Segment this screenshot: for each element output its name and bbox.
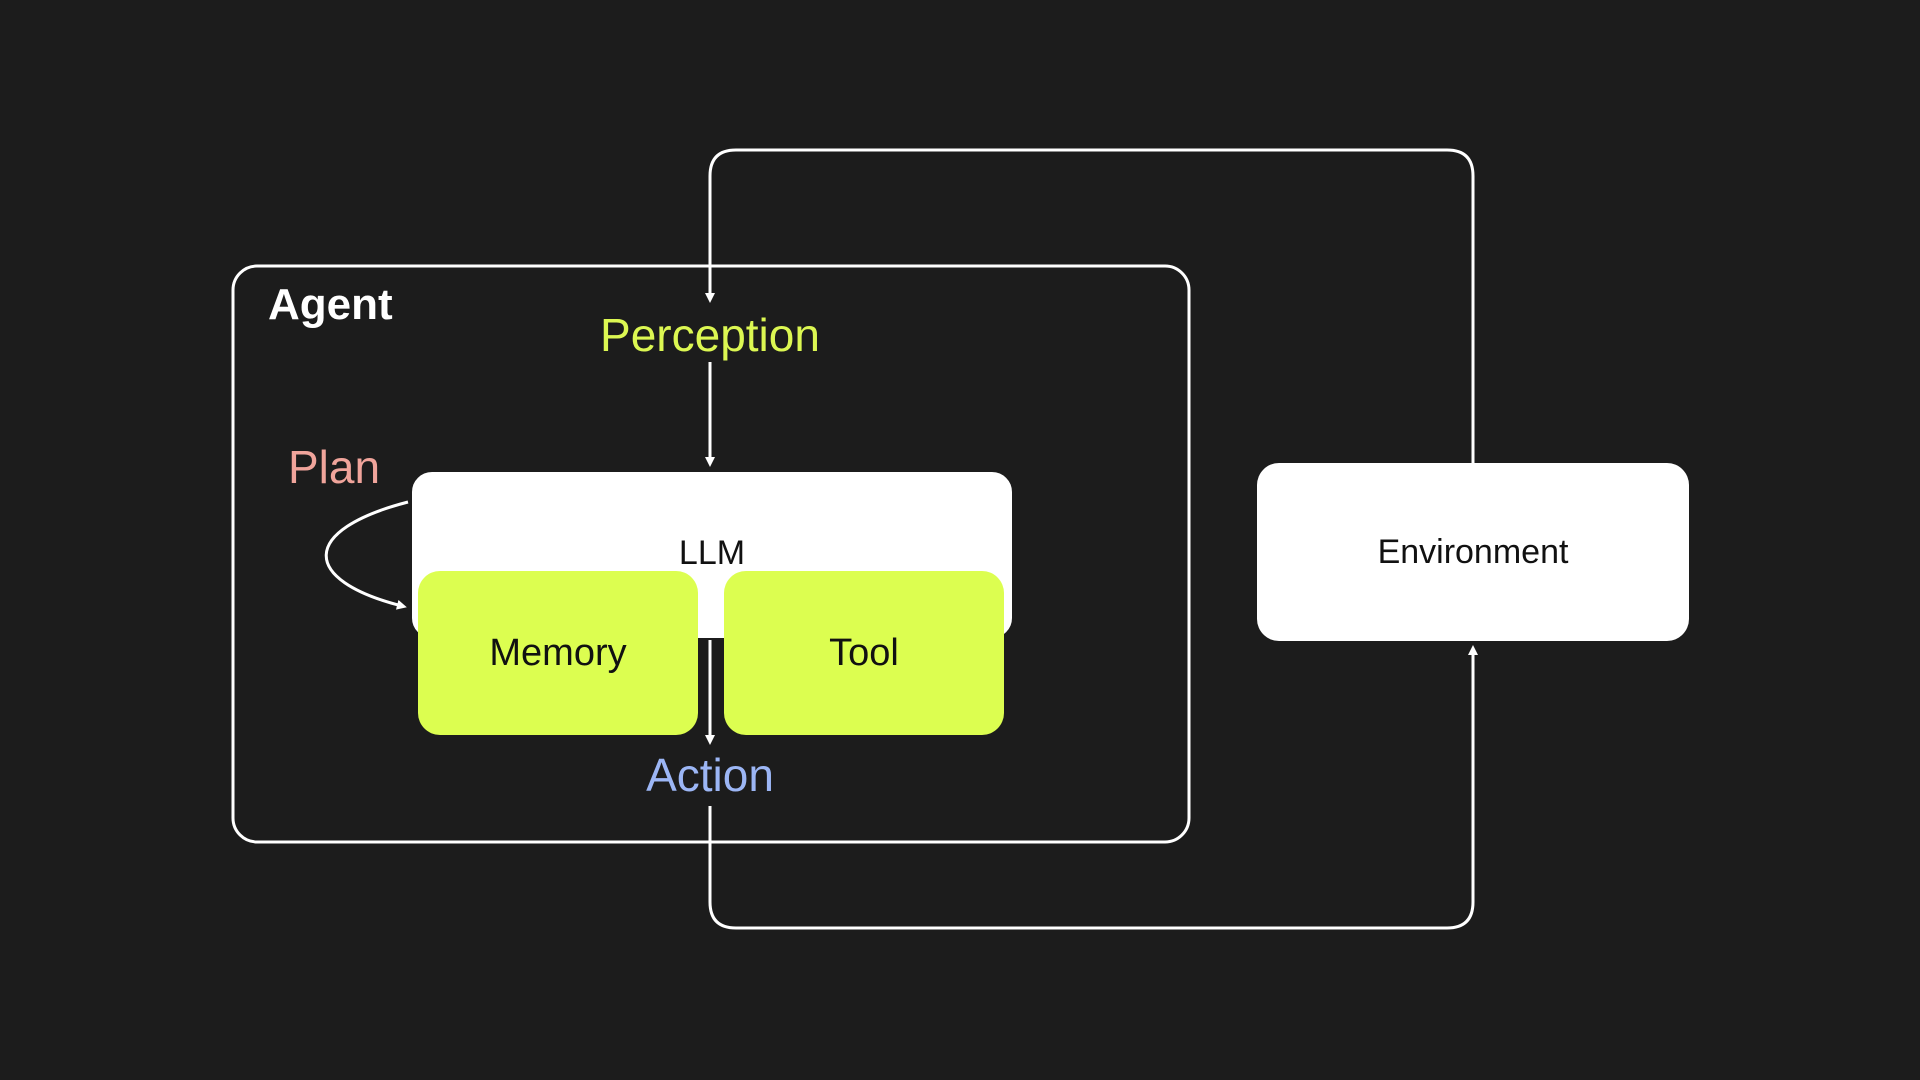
environment-label: Environment	[1377, 532, 1569, 571]
tool-box: Tool	[724, 571, 1004, 735]
memory-box: Memory	[418, 571, 698, 735]
llm-label: LLM	[678, 534, 746, 572]
environment-box: Environment	[1257, 463, 1689, 641]
plan-label: Plan	[288, 441, 381, 493]
agent-label: Agent	[268, 280, 393, 329]
plan-loop-arrow	[324, 500, 409, 610]
memory-label: Memory	[489, 631, 627, 674]
action-to-environment-line	[708, 645, 1478, 930]
perception-label: Perception	[600, 309, 820, 361]
tool-label: Tool	[829, 631, 899, 674]
action-label: Action	[646, 749, 774, 801]
environment-to-perception-line	[705, 148, 1475, 463]
